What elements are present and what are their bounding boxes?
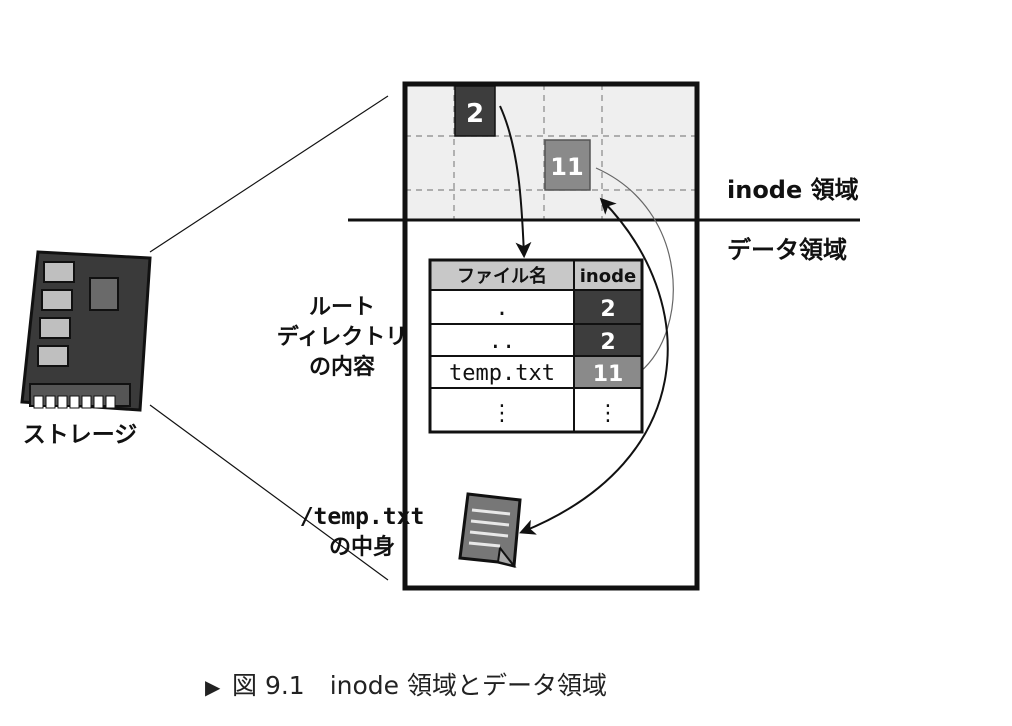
file-content-label-line-2: の中身 [329, 534, 395, 560]
table-row-1-inode: 2 [600, 330, 615, 355]
table-row-1-name: .. [489, 329, 516, 354]
document-icon [458, 492, 522, 568]
table-header-filename: ファイル名 [457, 265, 547, 287]
inode-block-temp [544, 139, 591, 191]
storage-board-icon [20, 250, 152, 412]
inode-block-root-label: 2 [466, 99, 484, 129]
zoom-line-bottom [149, 404, 389, 581]
table-row-2-inode: 11 [593, 362, 624, 387]
inode-region-label: inode 領域 [727, 176, 859, 204]
file-content-label-line-1: /temp.txt [300, 504, 425, 530]
table-row-3-name: ⋮ [491, 401, 513, 426]
root-dir-label-line-2: ディレクトリ [277, 324, 407, 350]
table-row-0-inode: 2 [600, 297, 615, 322]
disk-frame [402, 81, 700, 591]
inode-block-root [454, 85, 496, 137]
inode-block-temp-label: 11 [550, 153, 583, 181]
storage-label: ストレージ [23, 422, 138, 448]
root-dir-label-line-1: ルート [309, 295, 375, 320]
link-temp-entry-to-inode [595, 167, 674, 373]
table-row-3-inode: ⋮ [597, 401, 619, 426]
caption-text: 図 9.1 inode 領域とデータ領域 [232, 671, 607, 700]
caption-marker: ▶ [205, 675, 221, 699]
table-row-0-name: . [495, 296, 508, 321]
table-header-inode: inode [580, 266, 636, 287]
zoom-line-top [149, 95, 389, 253]
table-row-2-name: temp.txt [449, 361, 555, 386]
root-dir-table [428, 258, 644, 434]
data-region-label: データ領域 [727, 236, 847, 264]
arrow-inode-to-content [519, 197, 669, 535]
root-dir-label-line-3: の内容 [309, 354, 375, 380]
